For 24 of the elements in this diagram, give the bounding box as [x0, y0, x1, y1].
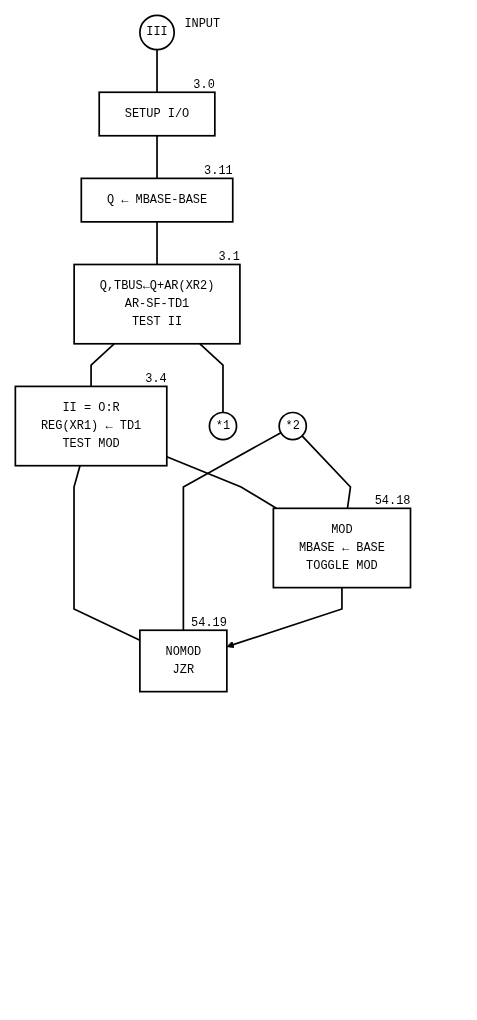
step-number: 3.4 [145, 372, 167, 387]
connector [156, 134, 158, 180]
node-circle: III [139, 14, 176, 51]
step-number: 3.1 [218, 250, 240, 265]
connector [199, 342, 224, 414]
connector [90, 342, 115, 388]
step-number: 3.11 [204, 164, 233, 179]
step-number: 54.18 [374, 494, 411, 509]
connector [156, 221, 158, 266]
node-box: Q ← MBASE-BASE [80, 177, 234, 223]
node-box: SETUP I/O [98, 91, 216, 137]
connector [301, 435, 352, 510]
node-box: Q,TBUS←Q+AR(XR2) AR-SF-TD1 TEST II [73, 263, 241, 345]
node-circle: *1 [208, 411, 238, 441]
node-box: NOMOD JZR [139, 629, 228, 693]
node-box: MOD MBASE ← BASE TOGGLE MOD [272, 507, 412, 589]
arrow [226, 586, 343, 649]
node-circle: *2 [278, 411, 308, 441]
step-number: 3.0 [193, 78, 215, 92]
side-label: INPUT [184, 17, 221, 32]
connector [156, 48, 158, 94]
connector [182, 431, 282, 632]
node-box: II = O:R REG(XR1) ← TD1 TEST MOD [14, 385, 168, 467]
step-number: 54.19 [191, 616, 227, 630]
